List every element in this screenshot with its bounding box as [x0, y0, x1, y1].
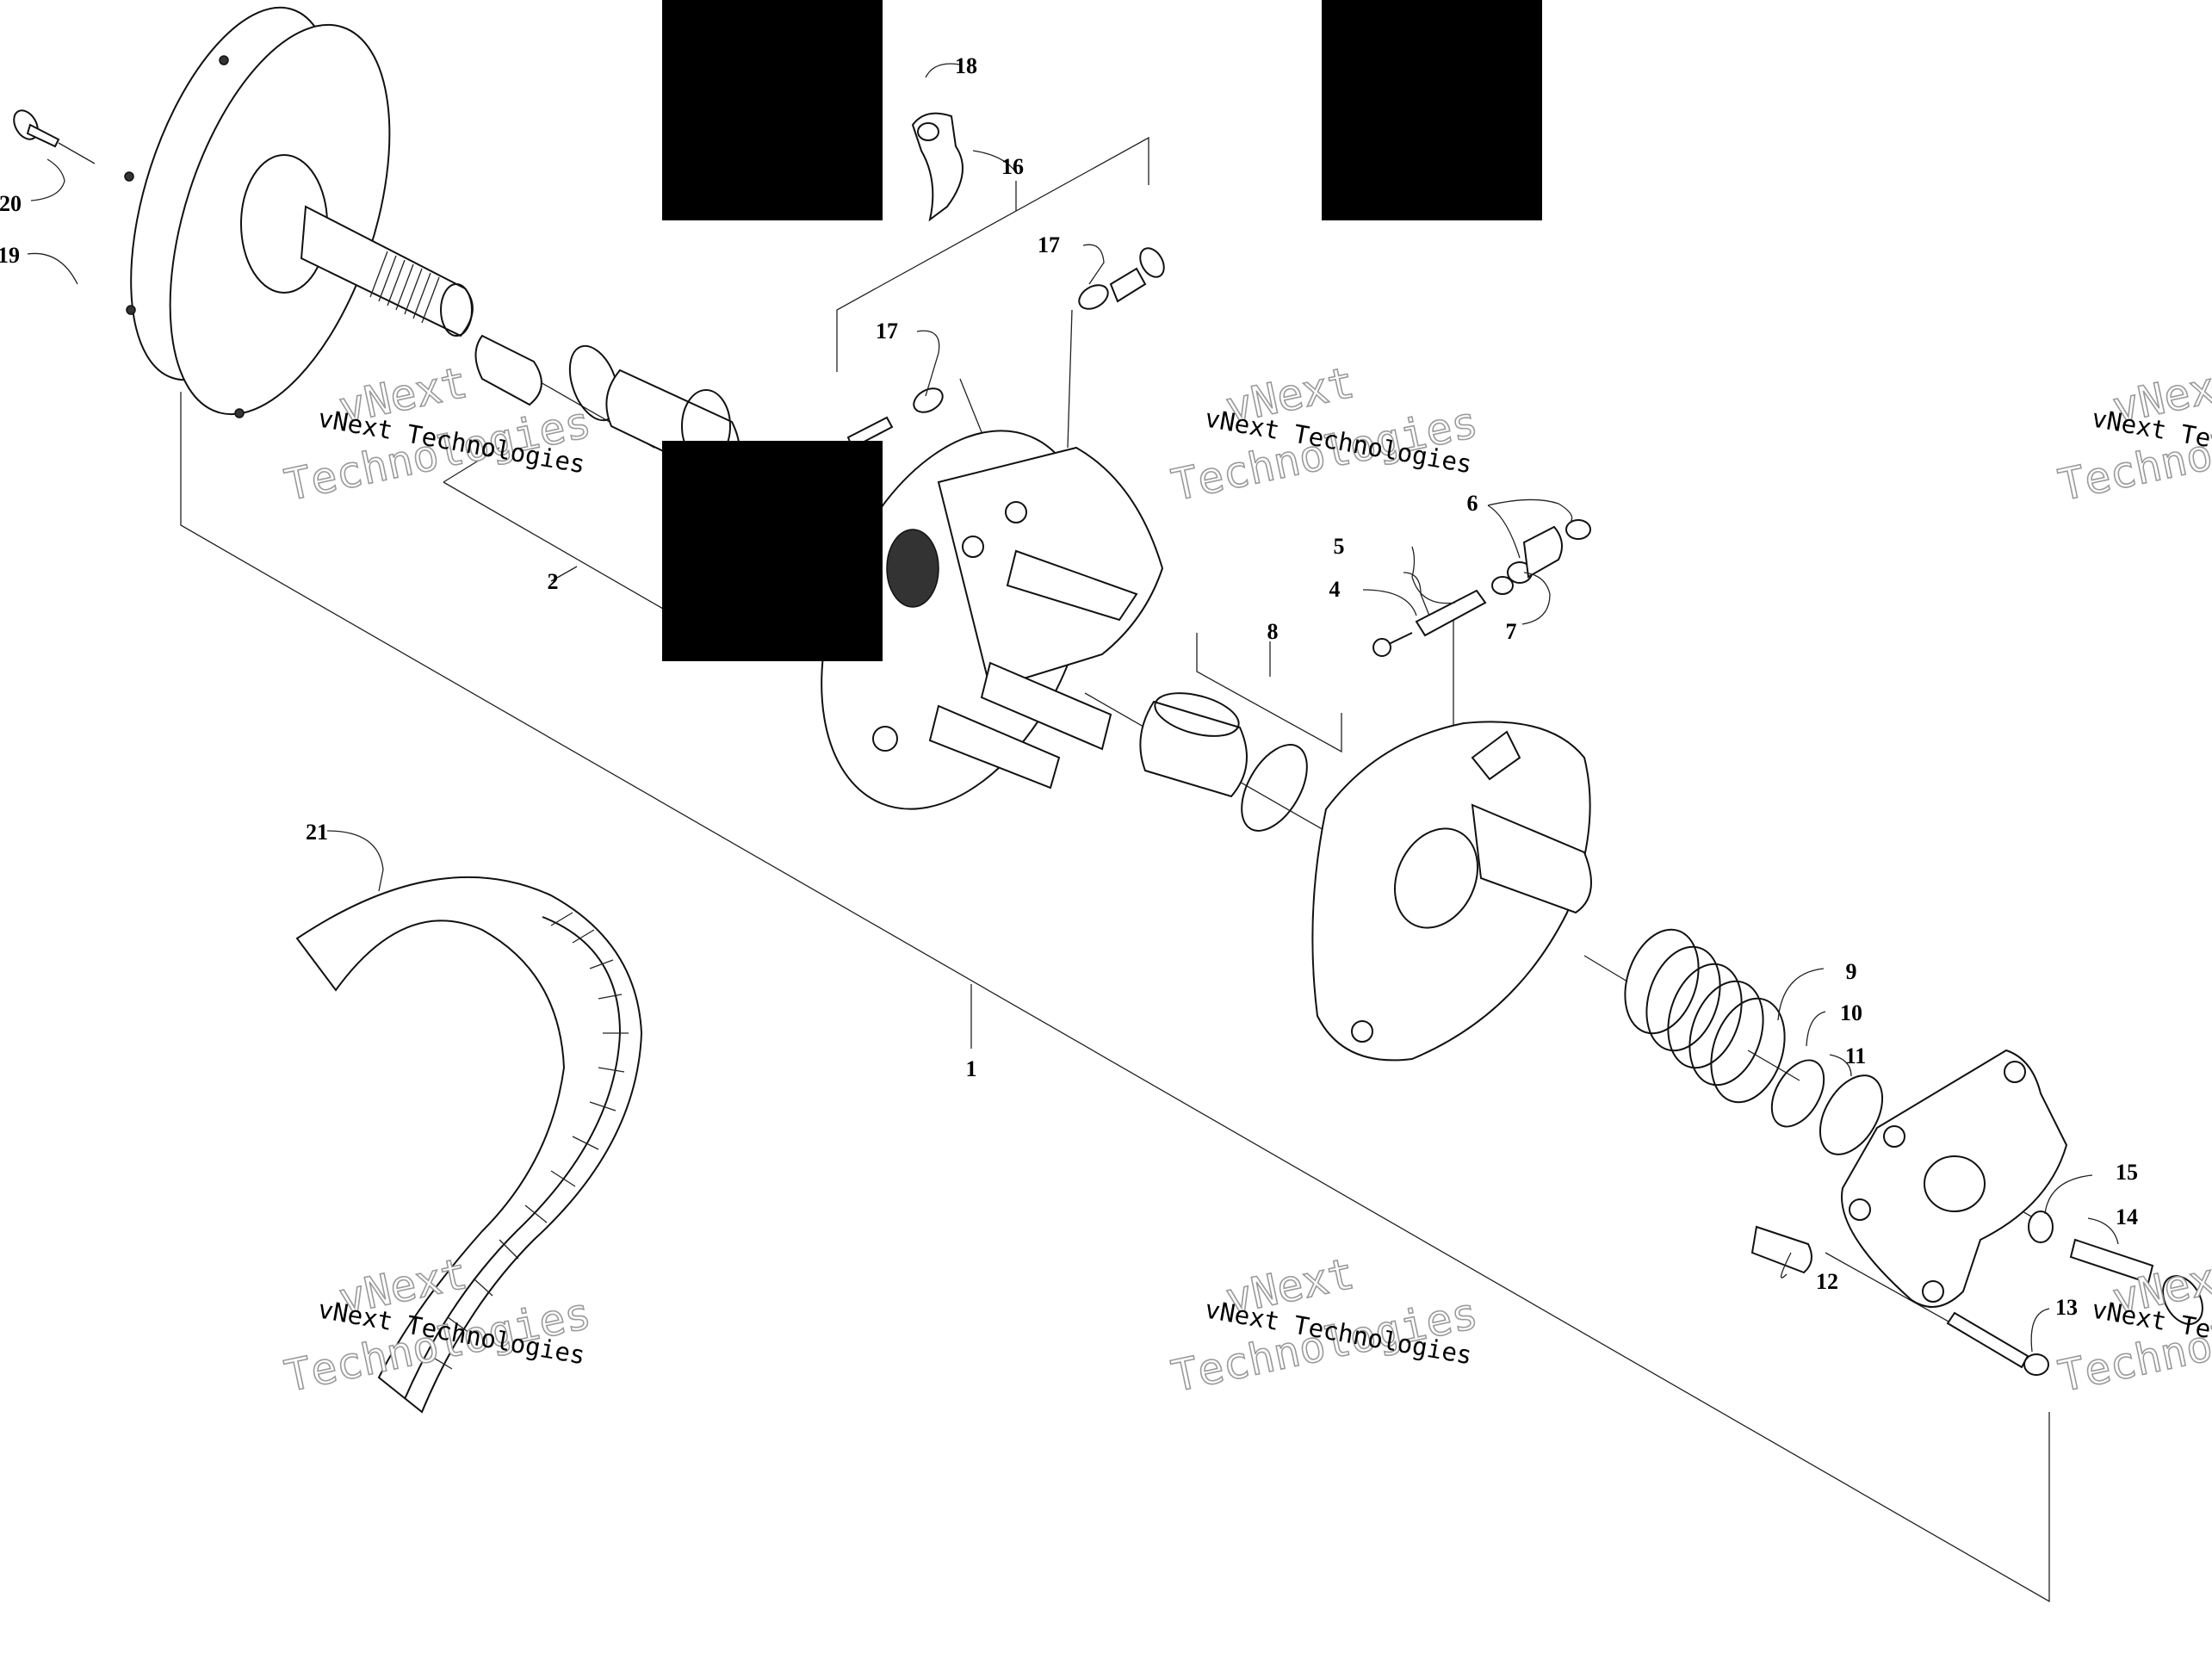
cap-plate	[1841, 1049, 2068, 1308]
callout-10: 10	[1840, 1000, 1862, 1025]
redaction-block	[662, 441, 883, 661]
screw-20	[13, 109, 96, 164]
callout-1: 1	[966, 1056, 977, 1081]
callout-8: 8	[1267, 619, 1279, 644]
drive-belt-21	[295, 876, 643, 1414]
callout-21: 21	[306, 820, 328, 845]
bracket-lines	[180, 136, 2050, 1603]
moveable-sheave	[821, 430, 1164, 810]
pin-5	[1415, 589, 1487, 637]
redaction-block	[662, 0, 883, 220]
spring-9	[1624, 928, 1786, 1104]
ring-11	[1819, 1074, 1884, 1155]
callout-16: 16	[1001, 154, 1024, 179]
screw-14	[2069, 1238, 2203, 1325]
redaction-block	[1322, 0, 1542, 220]
callout-13: 13	[2055, 1295, 2078, 1320]
redaction-blocks	[662, 0, 1542, 661]
bolt-13	[1946, 1311, 2049, 1376]
callout-7: 7	[1506, 619, 1517, 644]
cam-arm-18	[911, 112, 963, 222]
pin-17-a	[846, 387, 944, 449]
fixed-sheave	[124, 6, 474, 418]
callout-19: 19	[0, 243, 20, 268]
callout-12: 12	[1816, 1269, 1838, 1294]
callout-labels: 1 2 4 5 6 7 8 9 10 11 12 13 14 15 16 17 …	[0, 53, 2138, 1320]
callout-20: 20	[0, 191, 22, 216]
callout-14: 14	[2116, 1204, 2138, 1229]
callout-18: 18	[955, 53, 977, 78]
callout-4: 4	[1329, 577, 1341, 602]
callout-6: 6	[1467, 491, 1478, 516]
callout-11: 11	[1845, 1043, 1867, 1068]
bushing-8	[1139, 692, 1308, 832]
callout-2: 2	[548, 569, 559, 594]
bushing-12	[1750, 1225, 1812, 1274]
callout-9: 9	[1846, 959, 1857, 984]
callout-17-b: 17	[1038, 232, 1060, 257]
washer-15	[2028, 1211, 2054, 1243]
ring-10	[1770, 1059, 1825, 1128]
callout-17-a: 17	[876, 319, 898, 344]
spider-cover	[1311, 721, 1592, 1062]
callout-leaders	[27, 63, 2119, 1353]
callout-5: 5	[1334, 534, 1345, 559]
callout-15: 15	[2116, 1160, 2138, 1185]
bolt-4	[1372, 632, 1413, 657]
bolt-17-b	[1078, 247, 1165, 310]
roller-washers-6-7	[1491, 519, 1591, 595]
